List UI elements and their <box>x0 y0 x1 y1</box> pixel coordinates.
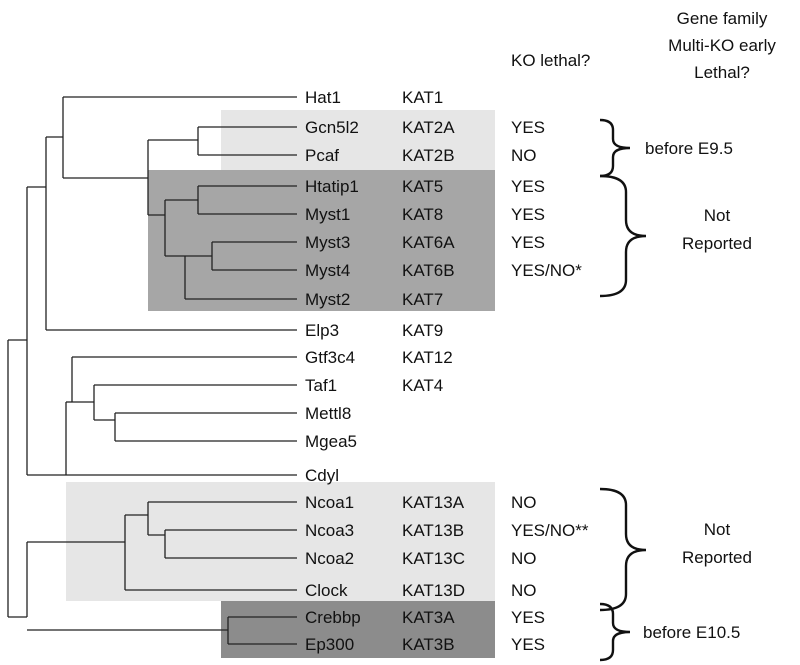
ko-lethal-value: YES <box>511 205 545 224</box>
gene-name: Myst4 <box>305 261 350 280</box>
family-note-myst-line1: Not <box>704 206 731 225</box>
brace-icon <box>599 174 647 298</box>
gene-name: Htatip1 <box>305 177 359 196</box>
kat-name: KAT1 <box>402 88 443 107</box>
gcn5-group-box <box>221 110 495 170</box>
brace-icons <box>599 118 647 662</box>
kat-name: KAT3A <box>402 608 455 627</box>
family-note-ncoa-line2: Reported <box>682 548 752 567</box>
kat-name: KAT13D <box>402 581 465 600</box>
gene-name: Myst1 <box>305 205 350 224</box>
ko-lethal-value: NO <box>511 146 537 165</box>
family-header-line2: Multi-KO early <box>668 36 776 55</box>
gene-name: Ncoa2 <box>305 549 354 568</box>
ko-lethal-value: NO <box>511 493 537 512</box>
gene-name: Myst3 <box>305 233 350 252</box>
cbp-group-box <box>221 601 495 658</box>
tree-branches <box>7 96 297 645</box>
gene-name: Ep300 <box>305 635 354 654</box>
ko-lethal-value: YES <box>511 635 545 654</box>
kat-name: KAT7 <box>402 290 443 309</box>
brace-icon <box>599 118 631 178</box>
ko-lethal-value: YES <box>511 177 545 196</box>
kat-name: KAT9 <box>402 321 443 340</box>
family-header-line3: Lethal? <box>694 63 750 82</box>
ko-lethal-value: NO <box>511 581 537 600</box>
kat-name: KAT8 <box>402 205 443 224</box>
myst-group-box <box>148 170 495 311</box>
brace-icon <box>599 602 631 662</box>
ko-lethal-header: KO lethal? <box>511 51 590 70</box>
gene-name: Cdyl <box>305 466 339 485</box>
gene-name: Hat1 <box>305 88 341 107</box>
ko-lethal-value: YES <box>511 608 545 627</box>
kat-name: KAT3B <box>402 635 455 654</box>
kat-name: KAT5 <box>402 177 443 196</box>
family-note-ncoa-line1: Not <box>704 520 731 539</box>
brace-icon <box>599 487 647 612</box>
gene-name: Gcn5l2 <box>305 118 359 137</box>
gene-name: Mgea5 <box>305 432 357 451</box>
ko-lethal-value: YES <box>511 118 545 137</box>
gene-name: Myst2 <box>305 290 350 309</box>
kat-name: KAT6B <box>402 261 455 280</box>
gene-name: Taf1 <box>305 376 337 395</box>
kat-name: KAT2B <box>402 146 455 165</box>
kat-name: KAT13B <box>402 521 464 540</box>
gene-name: Pcaf <box>305 146 339 165</box>
kat-name: KAT13C <box>402 549 465 568</box>
kat-name: KAT4 <box>402 376 443 395</box>
ko-lethal-value: YES <box>511 233 545 252</box>
gene-name: Elp3 <box>305 321 339 340</box>
ko-lethal-value: YES/NO* <box>511 261 582 280</box>
gene-name: Clock <box>305 581 348 600</box>
family-header-line1: Gene family <box>677 9 768 28</box>
ko-lethal-value: NO <box>511 549 537 568</box>
family-note-cbp: before E10.5 <box>643 623 740 642</box>
family-note-myst-line2: Reported <box>682 234 752 253</box>
kat-name: KAT13A <box>402 493 465 512</box>
kat-name: KAT12 <box>402 348 453 367</box>
gene-name: Gtf3c4 <box>305 348 355 367</box>
ko-lethal-value: YES/NO** <box>511 521 589 540</box>
gene-name: Crebbp <box>305 608 361 627</box>
gene-name: Ncoa3 <box>305 521 354 540</box>
kat-name: KAT6A <box>402 233 455 252</box>
kat-name: KAT2A <box>402 118 455 137</box>
gene-name: Ncoa1 <box>305 493 354 512</box>
family-note-gcn5: before E9.5 <box>645 139 733 158</box>
gene-name: Mettl8 <box>305 404 351 423</box>
